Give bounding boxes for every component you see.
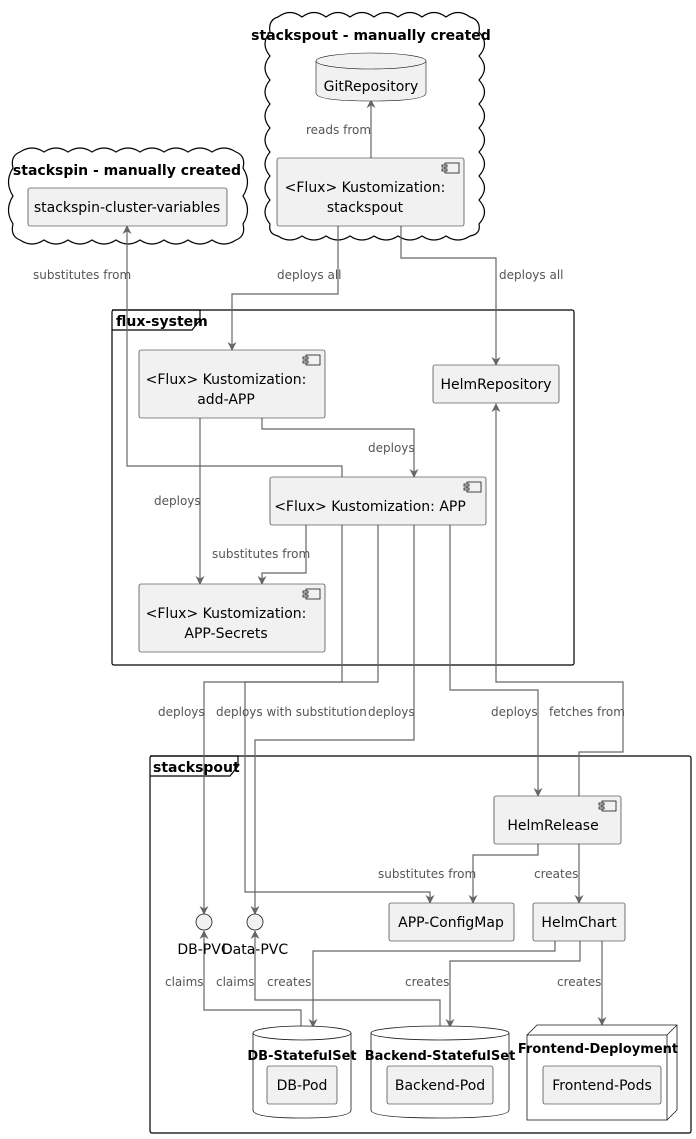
cluster-variables-label: stackspin-cluster-variables xyxy=(34,200,220,216)
cluster-variables-node[interactable]: stackspin-cluster-variables xyxy=(27,187,228,227)
label-creates-frontend: creates xyxy=(557,975,601,989)
label-substitutes-from-vars: substitutes from xyxy=(33,268,131,282)
label-deploys-all-1: deploys all xyxy=(277,268,341,282)
stackspout-manual-title: stackspout - manually created xyxy=(251,28,491,44)
db-statefulset-title: DB-StatefulSet xyxy=(247,1049,356,1064)
label-deploys-data-pvc: deploys xyxy=(368,705,415,719)
frontend-pods-node[interactable]: Frontend-Pods xyxy=(542,1065,662,1105)
kustomization-secrets-node[interactable]: <Flux> Kustomization: APP-Secrets xyxy=(138,583,326,653)
label-deploys-all-2: deploys all xyxy=(499,268,563,282)
label-creates-chart: creates xyxy=(534,867,578,881)
edge-substitutes-from-secrets xyxy=(257,525,307,585)
kustomization-secrets-line1: <Flux> Kustomization: xyxy=(146,606,307,622)
edge-creates-backend xyxy=(445,940,581,1028)
kustomization-app-node[interactable]: <Flux> Kustomization: APP xyxy=(269,476,487,526)
helm-chart-label: HelmChart xyxy=(541,915,617,931)
helm-chart-node[interactable]: HelmChart xyxy=(532,902,626,942)
frontend-deployment-title: Frontend-Deployment xyxy=(518,1042,678,1057)
label-substitutes-from-secrets: substitutes from xyxy=(212,547,310,561)
label-deploys-with-substitution: deploys with substitution xyxy=(216,705,367,719)
label-deploys-secrets: deploys xyxy=(154,494,201,508)
label-deploys-db-pvc: deploys xyxy=(158,705,205,719)
edge-deploys-data-pvc xyxy=(250,525,415,915)
frontend-pods-label: Frontend-Pods xyxy=(552,1078,652,1094)
label-reads-from: reads from xyxy=(306,123,371,137)
data-pvc-label: Data-PVC xyxy=(222,942,288,958)
label-fetches-from: fetches from xyxy=(549,705,625,719)
db-pvc-interface-icon xyxy=(195,913,213,931)
label-claims-db: claims xyxy=(165,975,204,989)
kustomization-add-app-line2: add-APP xyxy=(197,392,255,408)
stackspout-frame-title: stackspout xyxy=(153,760,240,776)
db-pvc-label: DB-PVC xyxy=(177,942,230,958)
stackspout-frame: stackspout xyxy=(149,755,692,1134)
edge-substitutes-from-vars xyxy=(122,225,343,477)
edge-deploys-db-pvc xyxy=(199,525,343,915)
data-pvc-node[interactable]: Data-PVC xyxy=(222,913,288,958)
backend-pod-label: Backend-Pod xyxy=(395,1078,485,1094)
kustomization-add-app-line1: <Flux> Kustomization: xyxy=(146,372,307,388)
kustomization-secrets-line2: APP-Secrets xyxy=(184,626,267,642)
git-repository-label: GitRepository xyxy=(324,79,419,95)
helm-release-node[interactable]: HelmRelease xyxy=(493,795,622,845)
kustomization-app-label: <Flux> Kustomization: APP xyxy=(274,499,466,515)
edge-deploys-configmap xyxy=(244,525,435,904)
edge-deploys-app xyxy=(261,418,419,478)
label-creates-backend: creates xyxy=(405,975,449,989)
db-pod-label: DB-Pod xyxy=(277,1078,328,1094)
flux-system-title: flux-system xyxy=(116,314,208,330)
helm-repository-node[interactable]: HelmRepository xyxy=(432,364,560,404)
db-pod-node[interactable]: DB-Pod xyxy=(266,1065,338,1105)
label-substitutes-from-configmap: substitutes from xyxy=(378,867,476,881)
backend-pod-node[interactable]: Backend-Pod xyxy=(386,1065,494,1105)
backend-statefulset-title: Backend-StatefulSet xyxy=(365,1049,516,1064)
helm-release-label: HelmRelease xyxy=(507,818,598,834)
git-repository-node[interactable]: GitRepository xyxy=(315,52,427,102)
kustomization-stackspout-line1: <Flux> Kustomization: xyxy=(285,180,446,196)
label-deploys-app: deploys xyxy=(368,441,415,455)
flux-system-frame: flux-system xyxy=(111,309,575,666)
edge-substitutes-from-configmap xyxy=(468,844,539,904)
label-claims-data: claims xyxy=(216,975,255,989)
app-configmap-node[interactable]: APP-ConfigMap xyxy=(388,902,515,942)
kustomization-stackspout-line2: stackspout xyxy=(327,200,404,216)
edge-deploys-helmrelease xyxy=(449,525,543,797)
label-deploys-helm-release: deploys xyxy=(491,705,538,719)
stackspin-manual-title: stackspin - manually created xyxy=(13,163,241,179)
helm-repository-label: HelmRepository xyxy=(440,377,551,393)
label-creates-db: creates xyxy=(267,975,311,989)
edge-fetches-from xyxy=(491,403,624,796)
edge-labels: reads from substitutes from deploys all … xyxy=(33,123,625,989)
kustomization-add-app-node[interactable]: <Flux> Kustomization: add-APP xyxy=(138,349,326,419)
edge-deploys-all-helmrepo xyxy=(400,226,501,366)
data-pvc-interface-icon xyxy=(246,913,264,931)
edge-deploys-all-add-app xyxy=(227,226,339,351)
app-configmap-label: APP-ConfigMap xyxy=(398,915,504,931)
edge-creates-db xyxy=(308,940,556,1028)
edges xyxy=(122,99,624,1064)
kustomization-stackspout-node[interactable]: <Flux> Kustomization: stackspout xyxy=(276,157,465,227)
db-pvc-node[interactable]: DB-PVC xyxy=(177,913,231,958)
